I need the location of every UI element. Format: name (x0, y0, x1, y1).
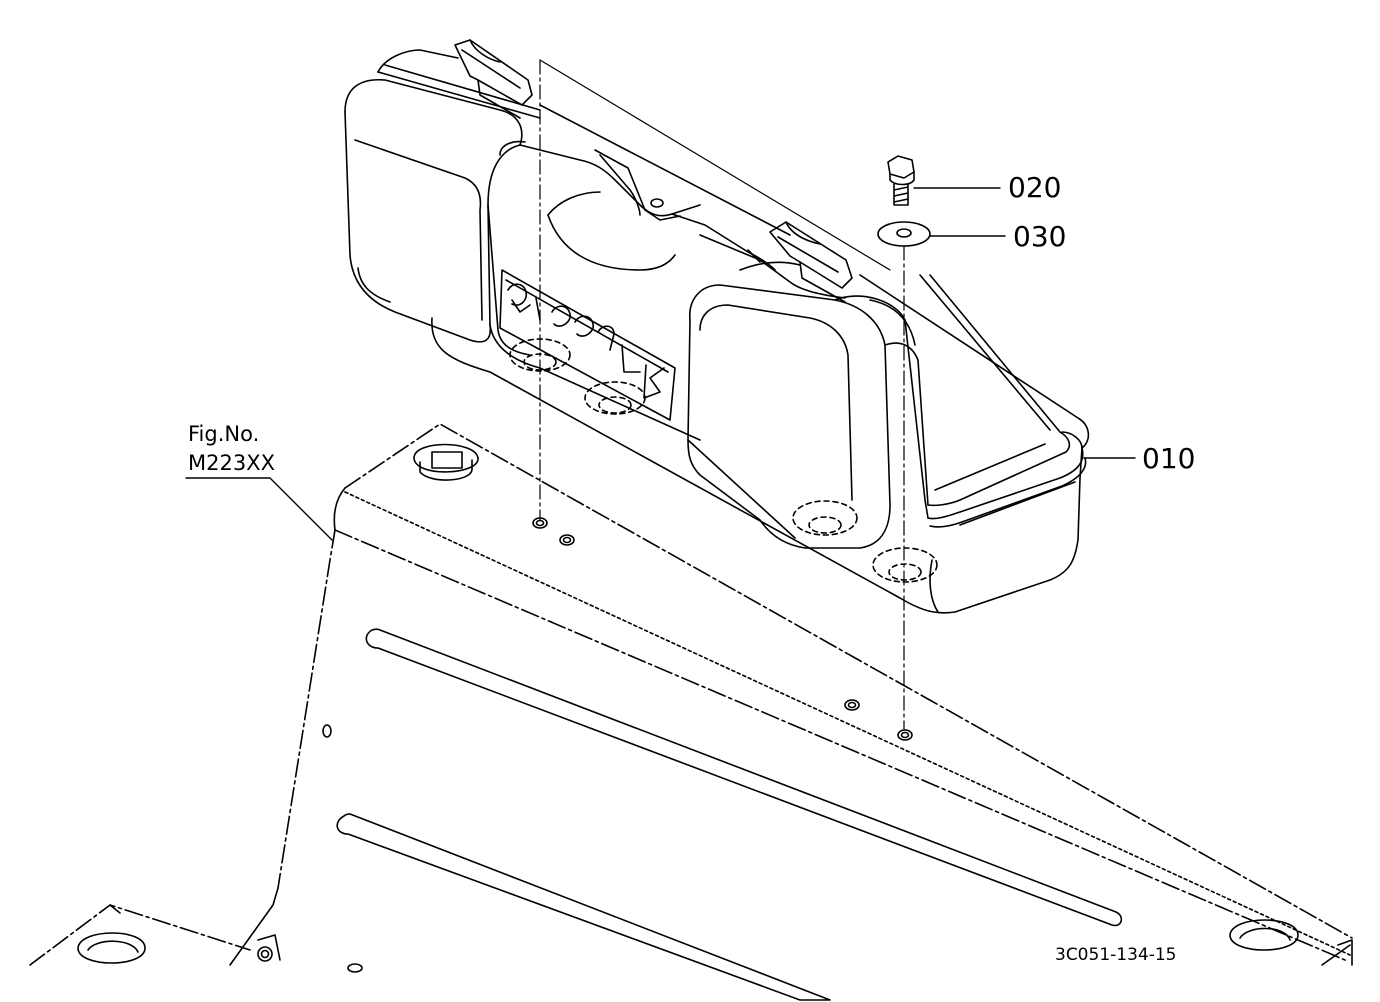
assembly-lines (539, 59, 905, 731)
hidden-bosses (509, 338, 938, 583)
flange-bolt (887, 155, 915, 206)
plate-boss-left (413, 443, 479, 481)
callout-010: 010 (1142, 442, 1195, 475)
plate-hole-3-inner (847, 701, 857, 709)
fig-ref-label: Fig.No. (188, 422, 259, 446)
plate-slot-upper (365, 628, 1123, 927)
plate-slot-lower (336, 813, 831, 1001)
plate-hole-2-inner (562, 536, 572, 544)
latch-right (769, 221, 853, 303)
plate-hole-6 (347, 963, 363, 973)
plate-boss-right (1229, 919, 1299, 951)
plate-boss-lower-left (77, 932, 146, 964)
base-plate (29, 423, 1353, 966)
washer (877, 221, 931, 247)
callout-020: 020 (1008, 171, 1061, 204)
latch-left (454, 39, 533, 119)
callout-030: 030 (1013, 220, 1066, 253)
logo-plate (499, 269, 676, 421)
plate-hole-4-inner (900, 731, 910, 739)
plate-hole-5 (322, 724, 332, 738)
plate-hole-3 (844, 699, 860, 711)
leader-lines (185, 187, 1136, 541)
plate-hole-2 (559, 534, 575, 546)
fig-ref-number: M223XX (188, 451, 275, 475)
plate-hole-4 (897, 729, 913, 741)
drawing-code: 3C051-134-15 (1055, 945, 1176, 965)
plate-hole-1-inner (535, 519, 545, 527)
tool-box (344, 39, 1090, 614)
